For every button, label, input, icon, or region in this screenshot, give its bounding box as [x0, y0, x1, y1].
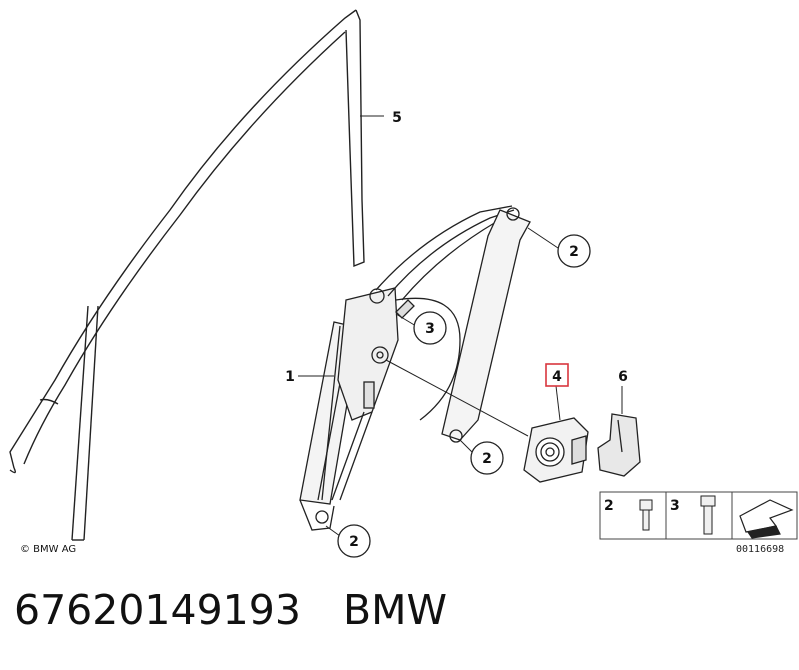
- svg-text:3: 3: [425, 321, 435, 337]
- svg-text:4: 4: [552, 369, 562, 385]
- callout-2-bottom: 2: [337, 524, 371, 558]
- callout-1: 1: [285, 369, 295, 385]
- callout-4-highlighted: 4: [545, 363, 569, 387]
- motor-cover: [597, 413, 641, 477]
- svg-text:2: 2: [569, 244, 579, 260]
- arrow-icon: [739, 499, 794, 539]
- svg-text:2: 2: [604, 498, 614, 514]
- leader-lines: [298, 115, 623, 537]
- screw-icon: [700, 495, 716, 535]
- callout-2-middle: 2: [470, 441, 504, 475]
- svg-text:2: 2: [349, 534, 359, 550]
- part-number: 67620149193: [14, 586, 301, 634]
- svg-text:2: 2: [482, 451, 492, 467]
- copyright-text: © BMW AG: [20, 544, 76, 555]
- bolt-icon: [639, 499, 653, 531]
- callout-5: 5: [392, 110, 402, 126]
- hardware-legend: 2 3: [599, 491, 798, 540]
- window-motor: [523, 417, 589, 483]
- brand-name: BMW: [342, 586, 447, 634]
- svg-text:5: 5: [392, 110, 402, 126]
- svg-text:3: 3: [670, 498, 680, 514]
- svg-text:6: 6: [618, 369, 628, 385]
- callout-3: 3: [413, 311, 447, 345]
- document-number: 00116698: [736, 544, 784, 555]
- part-caption: 67620149193 BMW: [14, 586, 447, 634]
- callout-6: 6: [618, 369, 628, 385]
- callout-2-top: 2: [557, 234, 591, 268]
- svg-text:1: 1: [285, 369, 295, 385]
- window-regulator: [299, 205, 531, 531]
- door-frame-seal: [9, 9, 365, 541]
